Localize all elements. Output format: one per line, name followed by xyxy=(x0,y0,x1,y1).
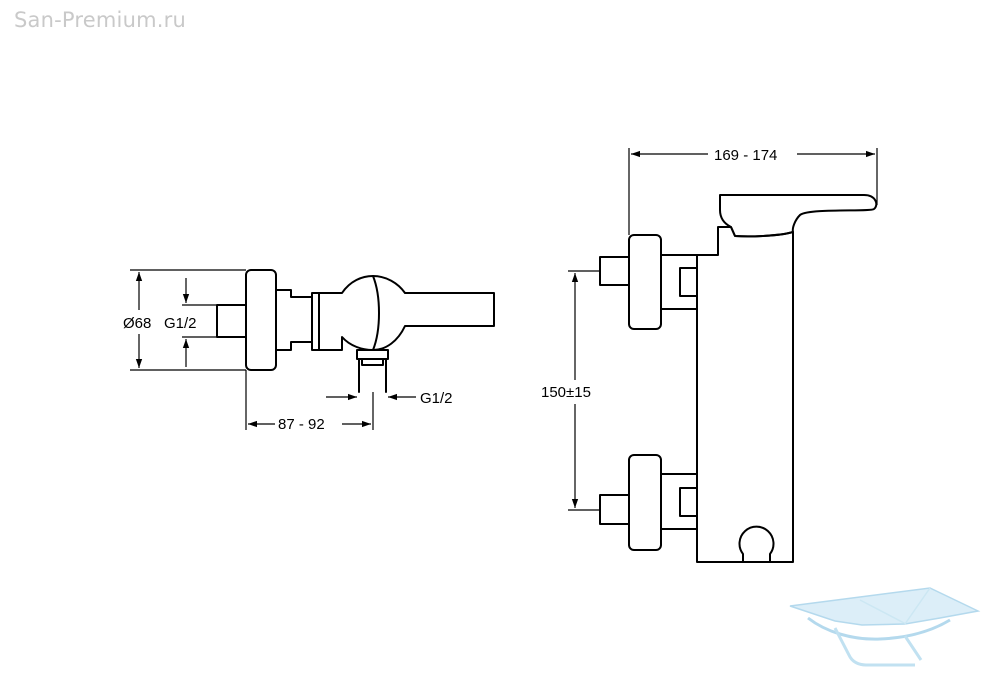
side-cartridge-line xyxy=(372,275,380,351)
side-dimensions xyxy=(130,269,416,430)
outlet-thread-label: G1/2 xyxy=(420,390,453,407)
inlet-thread-label: G1/2 xyxy=(164,315,197,332)
front-top-rosette xyxy=(628,234,662,330)
side-outlet-pipe xyxy=(358,358,387,393)
side-outlet-thread xyxy=(361,358,384,366)
centers-label: 150±15 xyxy=(541,384,591,401)
front-bottom-rosette xyxy=(628,454,662,551)
side-mixer-body xyxy=(318,275,495,351)
front-top-nut xyxy=(679,267,698,297)
bathtub-logo-icon xyxy=(789,587,981,667)
front-hose-holder xyxy=(738,525,775,563)
spout-reach-label: 169 - 174 xyxy=(714,147,777,164)
front-bottom-nut xyxy=(679,487,698,517)
front-view xyxy=(599,194,878,563)
side-neck xyxy=(275,289,313,351)
front-dimensions xyxy=(568,148,878,511)
side-rosette xyxy=(245,269,277,371)
depth-label: 87 - 92 xyxy=(278,416,325,433)
front-mixer-body xyxy=(696,226,794,563)
side-view xyxy=(216,269,495,393)
side-outlet-collar xyxy=(356,349,389,360)
side-inlet-connector xyxy=(216,304,247,338)
front-bottom-inlet xyxy=(599,494,630,525)
front-top-inlet xyxy=(599,256,630,286)
watermark-text: San-Premium.ru xyxy=(14,8,186,32)
front-lever-handle xyxy=(719,194,878,238)
diameter-label: Ø68 xyxy=(123,315,151,332)
side-collar xyxy=(311,292,320,351)
